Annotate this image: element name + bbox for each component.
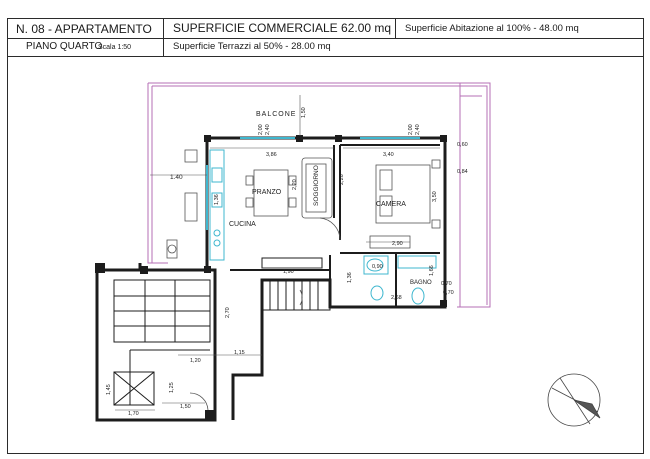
room-labels: PRANZO SOGGIORNO CUCINA CAMERA BAGNO (229, 165, 432, 286)
header-divider-1 (163, 18, 164, 56)
dim-label: 2,90 (392, 241, 403, 247)
bath-fixtures (363, 255, 437, 305)
dim-label: 1,50 (301, 107, 307, 118)
room-label-kitchen: CUCINA (229, 221, 256, 228)
dimension-labels: 3,86 3,40 1.40 1,50 2,00 2,40 2,00 2,40 … (106, 107, 468, 417)
interior-walls (230, 144, 440, 307)
internal-stair (261, 257, 331, 311)
room-label-bathroom: BAGNO (410, 280, 432, 286)
dim-label: 1,36 (347, 272, 353, 283)
dim-label: 1.40 (170, 174, 183, 181)
dim-label: 3,40 (383, 152, 394, 158)
drawing-frame (7, 18, 644, 454)
dim-label: 0,90 (372, 264, 383, 270)
dim-label: 0,70 (443, 290, 454, 296)
dim-label: 1,15 (234, 350, 245, 356)
living-surface: Superficie Abitazione al 100% - 48.00 mq (405, 23, 579, 34)
dim-label: 1,20 (190, 358, 201, 364)
scale-label: Scala 1:50 (98, 44, 132, 51)
commercial-surface: SUPERFICIE COMMERCIALE 62.00 mq (173, 21, 392, 35)
stairwell (95, 268, 217, 422)
dim-label: 1,25 (169, 382, 175, 393)
dim-label: 2,20 (292, 179, 298, 190)
header-mid-rule (7, 38, 644, 39)
dim-label: 1,66 (429, 265, 435, 276)
room-label-balcony: BALCONE (256, 111, 296, 118)
terrace-surface: Superficie Terrazzi al 50% - 28.00 mq (173, 41, 331, 52)
room-label-bedroom: CAMERA (376, 201, 406, 208)
dim-label: 1,45 (106, 384, 112, 395)
dim-label: 2,70 (225, 307, 231, 318)
dim-label: 2,26 (339, 174, 345, 185)
room-label-living: SOGGIORNO (313, 165, 320, 206)
dim-label: 3,50 (432, 191, 438, 202)
terrace-outline (147, 82, 491, 308)
dim-label: 1,70 (128, 411, 139, 417)
furniture (166, 149, 441, 411)
room-label-dining: PRANZO (252, 189, 282, 196)
unit-title: N. 08 - APPARTAMENTO (16, 22, 152, 36)
kitchen-counter (209, 149, 225, 261)
dim-label: 1,50 (180, 404, 191, 410)
dim-label: 3,86 (266, 152, 277, 158)
dim-label: 0,70 (441, 281, 452, 287)
dim-label: 2,40 (265, 124, 271, 135)
dim-label: 0,60 (457, 142, 468, 148)
dim-label: 1,36 (214, 194, 220, 205)
windows (206, 137, 420, 230)
dim-label: 1,90 (283, 269, 294, 275)
dim-label: 2,40 (415, 124, 421, 135)
header-bottom-rule (7, 56, 644, 57)
dimension-lines (115, 95, 440, 411)
dim-label: 2,00 (408, 124, 414, 135)
dim-label: 2,68 (391, 295, 402, 301)
header-divider-2 (395, 18, 396, 38)
compass-icon (547, 373, 601, 427)
dim-label: 2,00 (258, 124, 264, 135)
dim-label: 0,84 (457, 169, 468, 175)
floor-label: PIANO QUARTO (26, 41, 103, 52)
